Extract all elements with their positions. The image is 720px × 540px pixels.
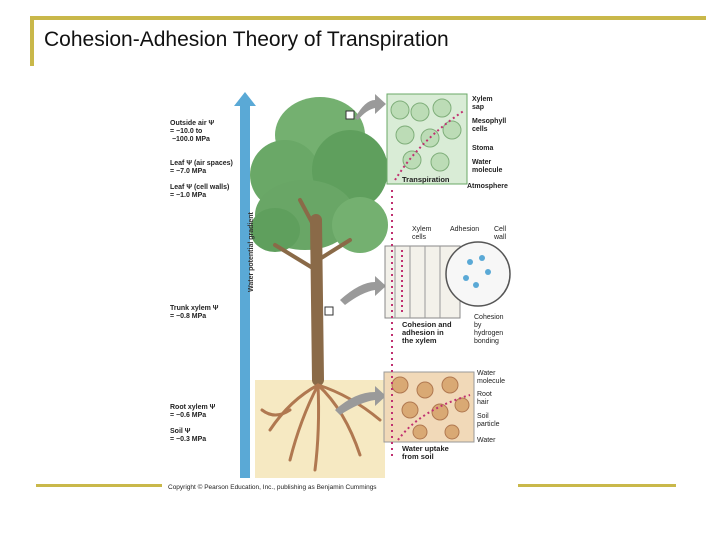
stoma-label: Stoma	[472, 145, 494, 152]
frame-left-line	[30, 16, 34, 66]
frame-bottom-left-line	[36, 484, 162, 487]
adhesion-label: Adhesion	[450, 226, 480, 233]
leaf-marker	[345, 110, 355, 120]
atmosphere-label: Atmosphere	[467, 183, 508, 190]
water-molecule-top-label: Water molecule	[472, 159, 503, 174]
xylem-cells-label: Xylem cells	[412, 226, 432, 241]
outside-air-label: Outside air Ψ = −10.0 to −100.0 MPa	[170, 120, 215, 143]
xylem-sap-label: Xylem sap	[472, 96, 493, 111]
root-panel	[383, 371, 475, 443]
soil-particle-label: Soil particle	[477, 413, 500, 428]
panel-arrows	[335, 94, 386, 415]
tree-foliage	[250, 97, 388, 253]
water-uptake-label: Water uptake from soil	[402, 444, 449, 461]
leaf-cell-label: Leaf Ψ (cell walls) = −1.0 MPa	[170, 184, 230, 199]
trunk-xylem-label: Trunk xylem Ψ = −0.8 MPa	[170, 305, 219, 320]
tree-roots	[260, 383, 382, 472]
root-hair-label: Root hair	[477, 391, 492, 406]
leaf-air-label: Leaf Ψ (air spaces) = −7.0 MPa	[170, 160, 233, 175]
slide-title: Cohesion-Adhesion Theory of Transpiratio…	[44, 28, 449, 51]
leaf-panel	[386, 93, 468, 185]
tree-trunk	[273, 198, 352, 386]
gradient-arrowhead	[234, 92, 256, 106]
water-label: Water	[477, 437, 496, 444]
xylem-panel	[384, 241, 511, 319]
transpiration-label: Transpiration	[402, 175, 450, 184]
gradient-arrow-shaft	[240, 104, 250, 478]
cohesion-bonding-label: Cohesion by hydrogen bonding	[474, 314, 504, 345]
mesophyll-label: Mesophyll cells	[472, 118, 507, 133]
root-xylem-label: Root xylem Ψ = −0.6 MPa	[170, 404, 216, 419]
gradient-label: Water potential gradient	[248, 212, 255, 292]
frame-top-line	[30, 16, 706, 20]
cell-wall-label: Cell wall	[494, 226, 507, 241]
cohesion-adhesion-label: Cohesion and adhesion in the xylem	[402, 320, 452, 345]
soil-label: Soil Ψ = −0.3 MPa	[170, 428, 207, 443]
copyright-text: Copyright © Pearson Education, Inc., pub…	[168, 484, 377, 491]
water-molecule-bottom-label: Water molecule	[477, 370, 506, 385]
frame-bottom-right-line	[518, 484, 676, 487]
trunk-marker	[324, 306, 334, 316]
